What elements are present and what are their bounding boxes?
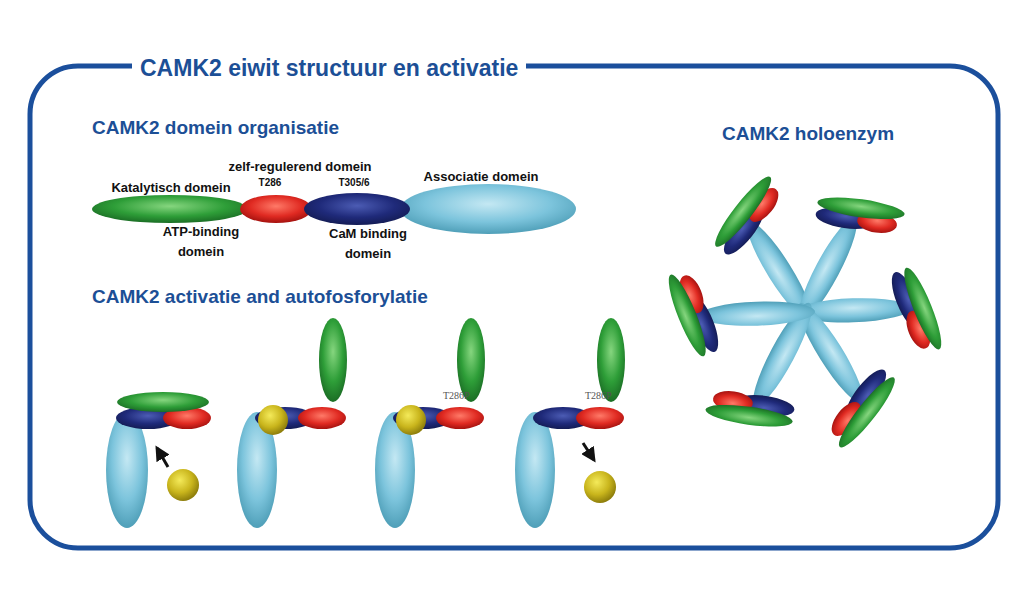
domain-label: Associatie domein (396, 167, 566, 187)
domain-ellipse: T305/6CaM binding domein (304, 193, 410, 225)
ellipse-outline (240, 195, 312, 223)
domain-ellipse: zelf-regulerend domeinT286 (240, 195, 312, 223)
site-label: T286P (585, 390, 612, 401)
section-heading: CAMK2 activatie and autofosforylatie (92, 286, 428, 308)
activation-step (106, 392, 211, 528)
frame (30, 66, 998, 548)
ellipse-outline (304, 193, 410, 225)
domain-ellipse: Katalytisch domeinATP-binding domein (92, 195, 248, 223)
site-label: T286 (245, 176, 295, 190)
section-heading: CAMK2 domein organisatie (92, 117, 339, 139)
domain-ellipse: Associatie domein (400, 184, 576, 234)
activation-step (515, 318, 625, 528)
domain-label: CaM binding domein (316, 224, 420, 264)
title-text: CAMK2 eiwit structuur en activatie (132, 54, 526, 82)
domain-label: Katalytisch domein (86, 178, 256, 198)
domain-shape (400, 184, 576, 234)
site-label: T286P (443, 390, 470, 401)
activation-step (237, 318, 347, 528)
domain-label: zelf-regulerend domein (200, 157, 400, 177)
domain-shape (92, 195, 248, 223)
section-heading: CAMK2 holoenzym (722, 123, 894, 145)
holoenzyme (662, 166, 948, 458)
ellipse-outline (400, 184, 576, 234)
domain-label: ATP-binding domein (151, 222, 251, 262)
site-label: T305/6 (324, 176, 384, 190)
domain-shape (304, 193, 410, 225)
domain-shape (240, 195, 312, 223)
ellipse-outline (92, 195, 248, 223)
activation-step (375, 318, 485, 528)
